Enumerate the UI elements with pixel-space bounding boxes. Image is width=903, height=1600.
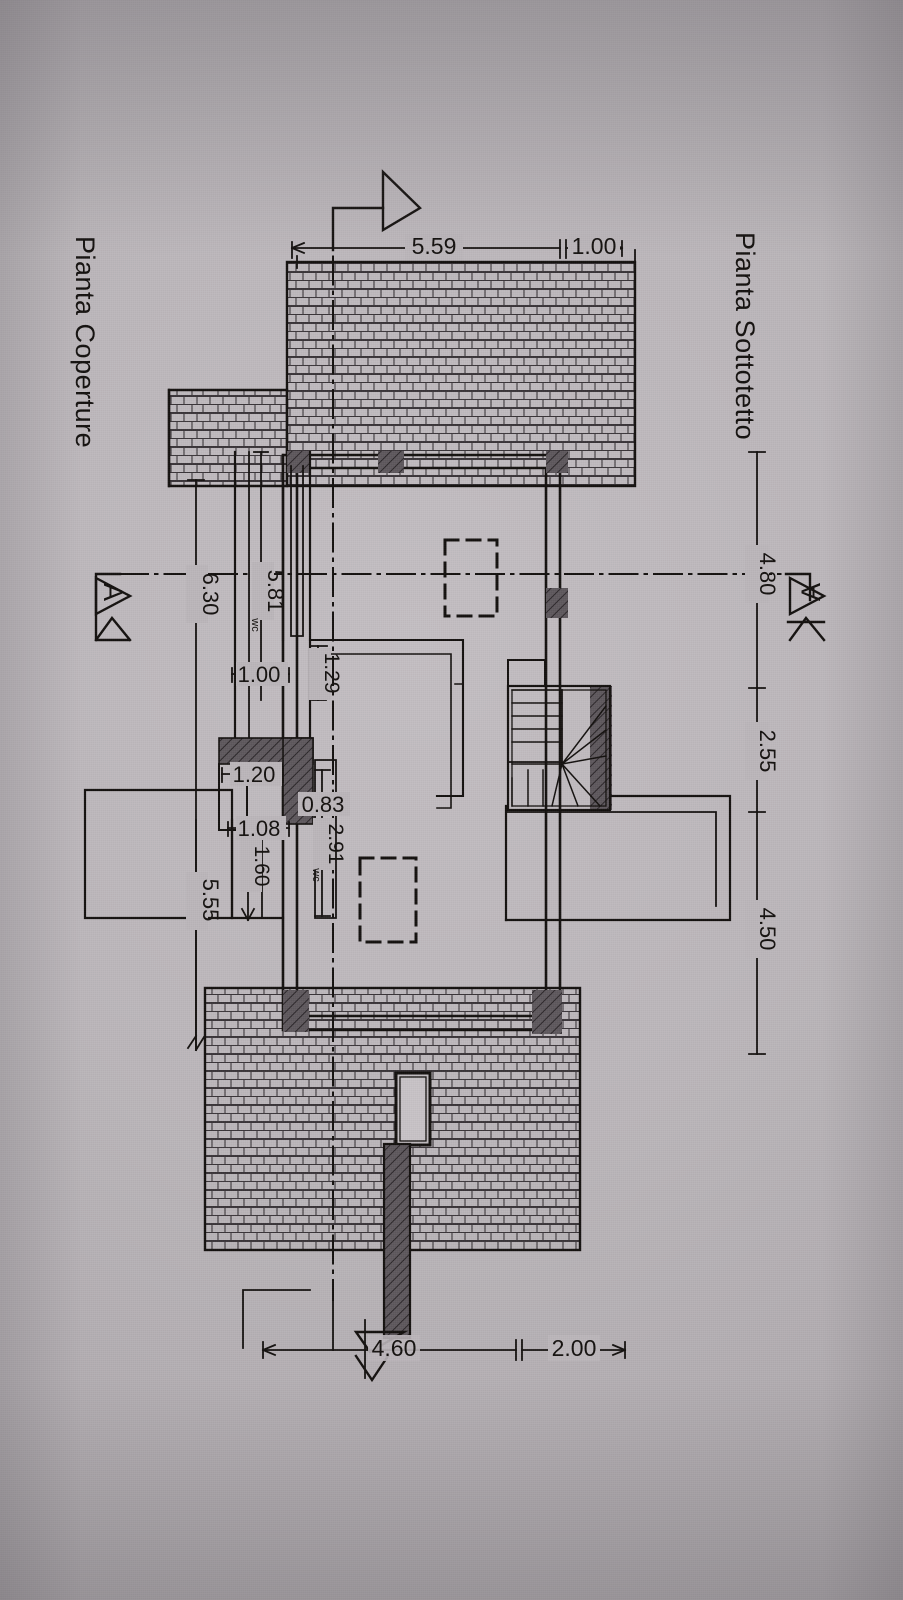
svg-text:1.00: 1.00	[572, 233, 617, 259]
dim-left-1.29: 1.29	[309, 648, 343, 700]
svg-text:wc: wc	[249, 617, 261, 632]
svg-text:5.55: 5.55	[198, 879, 223, 922]
svg-text:1.08: 1.08	[238, 816, 281, 841]
dimension-line-top	[290, 239, 636, 269]
section-marker-left	[94, 572, 133, 642]
svg-text:wc: wc	[310, 867, 322, 882]
right-terrace-outline	[504, 794, 732, 922]
svg-text:6.30: 6.30	[198, 573, 223, 616]
svg-text:4.60: 4.60	[372, 1335, 417, 1361]
svg-text:2.55: 2.55	[755, 730, 780, 773]
dim-bottom-2.00: 2.00	[548, 1335, 600, 1361]
svg-text:4.80: 4.80	[755, 553, 780, 596]
section-letter-left: A	[98, 583, 128, 601]
page-title-left: Pianta Coperture	[70, 236, 100, 449]
svg-text:4.50: 4.50	[755, 908, 780, 951]
dim-top-5.59: 5.59	[405, 233, 463, 260]
dimension-line-bottom	[242, 1289, 627, 1379]
staircase	[506, 659, 612, 812]
dim-left-5.81: 5.81 wc	[249, 562, 288, 632]
section-letter-right: A	[796, 583, 826, 601]
page-title-right: Pianta Sottotetto	[730, 232, 760, 441]
dim-right-4.80: 4.80	[745, 545, 780, 603]
dim-left-1.00: 1.00	[236, 662, 288, 687]
dim-left-1.08: 1.08	[236, 816, 286, 841]
svg-text:2.91: 2.91	[324, 824, 347, 865]
dim-right-4.50: 4.50	[745, 900, 780, 958]
svg-text:1.60: 1.60	[250, 846, 273, 887]
roof-skylight	[394, 1071, 432, 1147]
svg-text:1.00: 1.00	[238, 662, 281, 687]
svg-text:2.00: 2.00	[552, 1335, 597, 1361]
svg-text:5.81: 5.81	[263, 570, 288, 613]
section-marker-top	[331, 169, 422, 252]
svg-text:0.83: 0.83	[302, 792, 345, 817]
upper-left-roof-wing	[167, 388, 289, 488]
dim-left-5.55: 5.55	[186, 872, 223, 930]
centre-lines	[119, 211, 787, 1301]
skylight-projection-lower	[358, 856, 418, 944]
dim-left-1.20: 1.20	[230, 762, 282, 787]
central-room-partition	[308, 638, 465, 809]
dim-bottom-4.60: 4.60	[368, 1335, 420, 1361]
skylight-projection-upper	[443, 538, 499, 618]
dim-left-1.60: 1.60	[240, 840, 273, 892]
svg-text:1.29: 1.29	[320, 653, 343, 694]
svg-text:5.59: 5.59	[412, 233, 457, 259]
dim-top-1.00: 1.00	[568, 233, 620, 260]
chimney-cut-wall	[382, 1142, 412, 1340]
dim-left-2.91: 2.91 wc	[310, 818, 347, 882]
upper-roof-tiles	[285, 260, 637, 488]
svg-text:1.20: 1.20	[233, 762, 276, 787]
left-terrace-outline	[83, 788, 234, 920]
dim-left-0.83: 0.83	[298, 792, 350, 817]
dim-left-6.30: 6.30	[186, 565, 223, 623]
section-marker-right	[784, 572, 827, 642]
dim-right-2.55: 2.55	[745, 722, 780, 780]
